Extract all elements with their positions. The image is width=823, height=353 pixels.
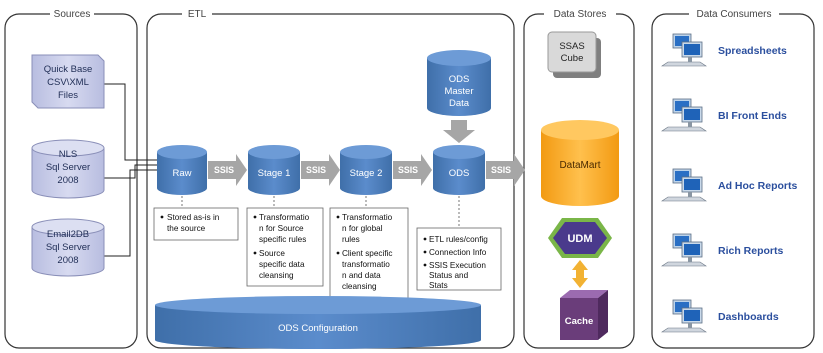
ssis-label-2: SSIS [306, 165, 326, 175]
stage2-note-line3: rules [342, 235, 360, 244]
ssis-arrow-1: SSIS [208, 154, 247, 186]
consumer-item: Dashboards [661, 299, 779, 333]
source-email2db-line1: Email2DB [47, 229, 89, 240]
source-nls-line1: NLS [59, 149, 77, 160]
note-connectors [181, 196, 460, 228]
data-stores-frame: Data Stores [523, 8, 635, 349]
stage2-note-line1: Transformatio [342, 213, 393, 222]
source-nls: NLS Sql Server 2008 [31, 139, 105, 199]
stage2-note-line5: transformatio [342, 260, 390, 269]
consumer-item: Rich Reports [661, 233, 784, 267]
ods-master-down-arrow [443, 120, 475, 143]
computer-icon [661, 168, 707, 202]
ods-note: ETL rules/config Connection Info SSIS Ex… [416, 227, 502, 291]
stage1-label: Stage 1 [258, 168, 291, 179]
udm-label: UDM [567, 233, 592, 245]
ods-note-line5: Stats [429, 281, 448, 290]
computer-icon [661, 33, 707, 67]
consumer-label: Ad Hoc Reports [718, 180, 798, 192]
stage1-note-line5: specific data [259, 260, 305, 269]
data-consumers-title: Data Consumers [696, 9, 771, 20]
computer-icon [661, 233, 707, 267]
ssis-label-1: SSIS [214, 165, 234, 175]
cache-cube: Cache [560, 290, 608, 340]
stage2-cylinder: Stage 2 [340, 145, 392, 195]
source-nls-line2: Sql Server [46, 162, 90, 173]
consumer-label: BI Front Ends [718, 110, 787, 122]
ods-note-line1: ETL rules/config [429, 235, 488, 244]
ods-configuration-label: ODS Configuration [278, 323, 358, 334]
source-quickbase-line3: Files [58, 90, 78, 101]
stage1-note-line4: Source [259, 249, 285, 258]
ssis-label-3: SSIS [398, 165, 418, 175]
source-quickbase: Quick Base CSV\XML Files [31, 54, 105, 109]
source-email2db: Email2DB Sql Server 2008 [31, 218, 105, 277]
stage1-cylinder: Stage 1 [248, 145, 300, 195]
sources-title: Sources [54, 9, 91, 20]
ods-cylinder: ODS [433, 145, 485, 195]
datamart-cylinder: DataMart [541, 120, 619, 206]
source-connectors [104, 83, 158, 257]
ods-master-line3: Data [449, 98, 470, 109]
ssas-cube: SSAS Cube [547, 31, 601, 78]
cache-label: Cache [565, 316, 594, 327]
source-quickbase-line1: Quick Base [44, 64, 93, 75]
ods-label: ODS [449, 168, 470, 179]
stage2-note-line2: n for global [342, 224, 383, 233]
source-nls-line3: 2008 [57, 175, 78, 186]
ods-master-cylinder: ODS Master Data [427, 50, 491, 116]
ssis-arrow-2: SSIS [301, 154, 340, 186]
data-consumers-frame: Data Consumers [651, 8, 815, 349]
ssis-arrow-3: SSIS [393, 154, 432, 186]
ssas-line1: SSAS [559, 41, 584, 52]
raw-note-line1: Stored as-is in [167, 213, 220, 222]
udm-hexagon: UDM [548, 218, 612, 258]
source-quickbase-line2: CSV\XML [47, 77, 89, 88]
ods-note-line4: Status and [429, 271, 469, 280]
consumer-label: Spreadsheets [718, 45, 787, 57]
ods-configuration-cylinder: ODS Configuration [155, 296, 481, 349]
ods-master-line1: ODS [449, 74, 470, 85]
udm-cache-arrow [572, 260, 588, 288]
stage2-note: Transformatio n for global rules Client … [329, 207, 409, 299]
ods-note-line3: SSIS Execution [429, 261, 486, 270]
ods-note-line2: Connection Info [429, 248, 487, 257]
stage2-note-line6: n and data [342, 271, 381, 280]
stage2-note-line7: cleansing [342, 282, 377, 291]
stage1-note-line1: Transformatio [259, 213, 310, 222]
stage1-note-line6: cleansing [259, 271, 294, 280]
stage2-note-line4: Client specific [342, 249, 393, 258]
consumer-label: Dashboards [718, 311, 779, 323]
source-email2db-line2: Sql Server [46, 242, 90, 253]
computer-icon [661, 98, 707, 132]
stage1-note: Transformatio n for Source specific rule… [246, 207, 324, 287]
ssis-label-4: SSIS [491, 165, 511, 175]
data-stores-title: Data Stores [554, 9, 607, 20]
datamart-label: DataMart [559, 160, 600, 171]
raw-cylinder: Raw [157, 145, 207, 195]
raw-note: Stored as-is in the source [153, 207, 239, 241]
sources-frame: Sources [4, 8, 138, 349]
stage2-label: Stage 2 [350, 168, 383, 179]
computer-icon [661, 299, 707, 333]
consumer-item: Ad Hoc Reports [661, 168, 798, 202]
ssis-arrow-4: SSIS [486, 154, 525, 186]
ssas-line2: Cube [561, 53, 584, 64]
consumer-label: Rich Reports [718, 245, 784, 257]
source-email2db-line3: 2008 [57, 255, 78, 266]
consumer-item: Spreadsheets [661, 33, 787, 67]
raw-note-line2: the source [167, 224, 206, 233]
stage1-note-line3: specific rules [259, 235, 306, 244]
ods-master-line2: Master [444, 86, 473, 97]
raw-label: Raw [172, 168, 191, 179]
consumers-list: Spreadsheets BI Front Ends Ad Hoc ReportsR… [661, 33, 798, 333]
etl-title: ETL [188, 9, 207, 20]
stage1-note-line2: n for Source [259, 224, 304, 233]
consumer-item: BI Front Ends [661, 98, 787, 132]
